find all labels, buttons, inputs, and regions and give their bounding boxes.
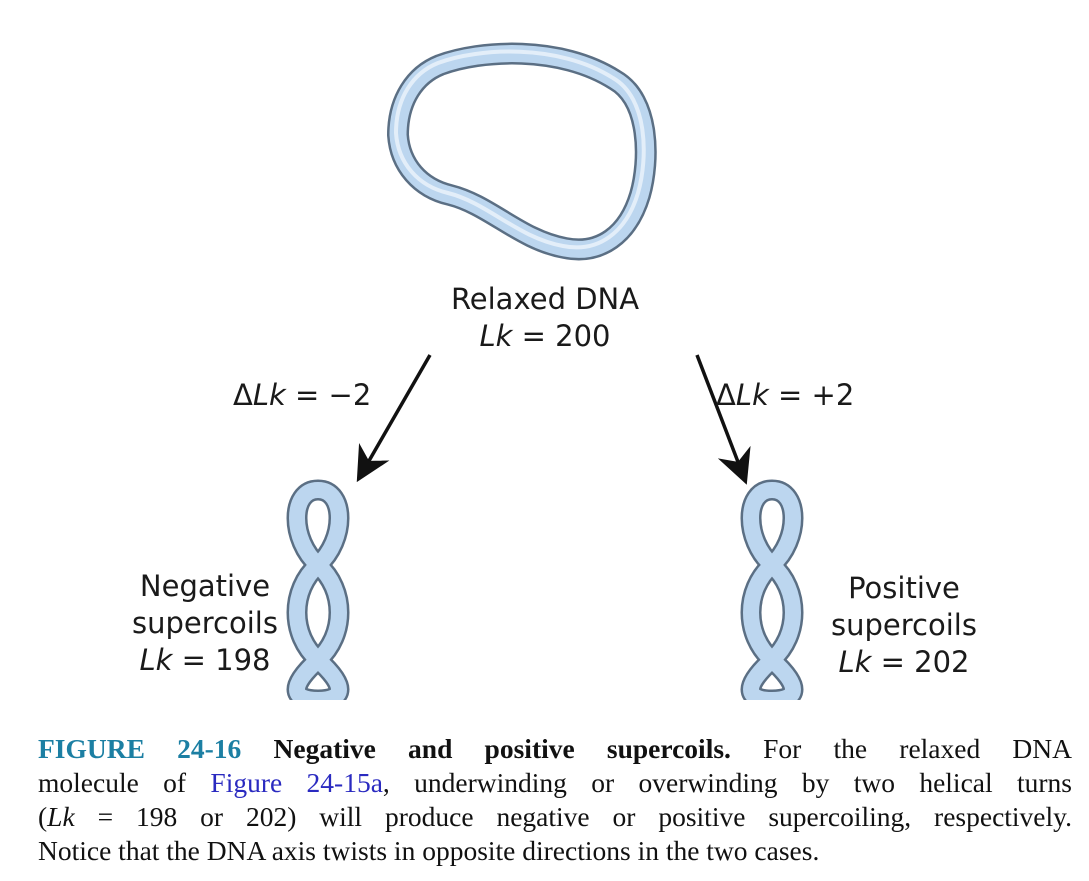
- caption-text: = 198 or 202) will produce negative or p…: [74, 801, 1072, 832]
- negative-lk: Lk = 198: [130, 642, 280, 679]
- lk-value: = 202: [871, 645, 970, 679]
- delta-symbol: Δ: [233, 378, 253, 412]
- lk-value: = 198: [172, 643, 271, 677]
- positive-line2: supercoils: [831, 608, 977, 642]
- left-delta-lk-label: ΔLk = −2: [233, 377, 371, 414]
- caption-line-2: molecule of Figure 24-15a, underwinding …: [38, 766, 1072, 800]
- figure-title: Negative and positive supercoils.: [273, 733, 731, 764]
- supercoil-diagram: [286, 42, 804, 700]
- positive-supercoils-label: Positive supercoils Lk = 202: [824, 570, 984, 681]
- lk-value: = 200: [512, 319, 611, 353]
- left-arrow: [356, 354, 432, 483]
- lk-symbol: Lk: [139, 643, 173, 677]
- lk-symbol: Lk: [252, 378, 286, 412]
- positive-supercoil: [740, 479, 804, 700]
- negative-supercoil: [286, 479, 350, 700]
- delta-symbol: Δ: [716, 378, 736, 412]
- lk-symbol: Lk: [735, 378, 769, 412]
- delta-value: = −2: [285, 378, 372, 412]
- caption-text: , underwinding or overwinding by two hel…: [382, 767, 1072, 798]
- delta-value: = +2: [768, 378, 855, 412]
- figure-caption: FIGURE 24-16 Negative and positive super…: [38, 732, 1072, 868]
- relaxed-dna-loop: [387, 42, 657, 261]
- caption-line-4: Notice that the DNA axis twists in oppos…: [38, 835, 820, 866]
- relaxed-dna-label: Relaxed DNA Lk = 200: [420, 281, 670, 355]
- caption-text: (: [38, 801, 48, 832]
- lk-symbol: Lk: [47, 801, 75, 832]
- figure-number: FIGURE 24-16: [38, 733, 242, 764]
- negative-supercoils-label: Negative supercoils Lk = 198: [130, 568, 280, 679]
- lk-symbol: Lk: [838, 645, 872, 679]
- caption-line-3: (Lk = 198 or 202) will produce negative …: [38, 800, 1072, 834]
- figure-link[interactable]: Figure 24-15a: [210, 767, 383, 798]
- relaxed-dna-title: Relaxed DNA: [450, 282, 640, 316]
- negative-line1: Negative: [139, 569, 271, 603]
- positive-lk: Lk = 202: [824, 644, 984, 681]
- lk-symbol: Lk: [479, 319, 513, 353]
- right-delta-lk-label: ΔLk = +2: [716, 377, 854, 414]
- right-arrow: [695, 354, 751, 485]
- caption-text: molecule of: [38, 767, 211, 798]
- negative-line2: supercoils: [132, 606, 278, 640]
- caption-line-1: FIGURE 24-16 Negative and positive super…: [38, 732, 1072, 766]
- relaxed-dna-lk: Lk = 200: [420, 318, 670, 355]
- caption-text: For the relaxed DNA: [730, 733, 1072, 764]
- positive-line1: Positive: [848, 571, 960, 605]
